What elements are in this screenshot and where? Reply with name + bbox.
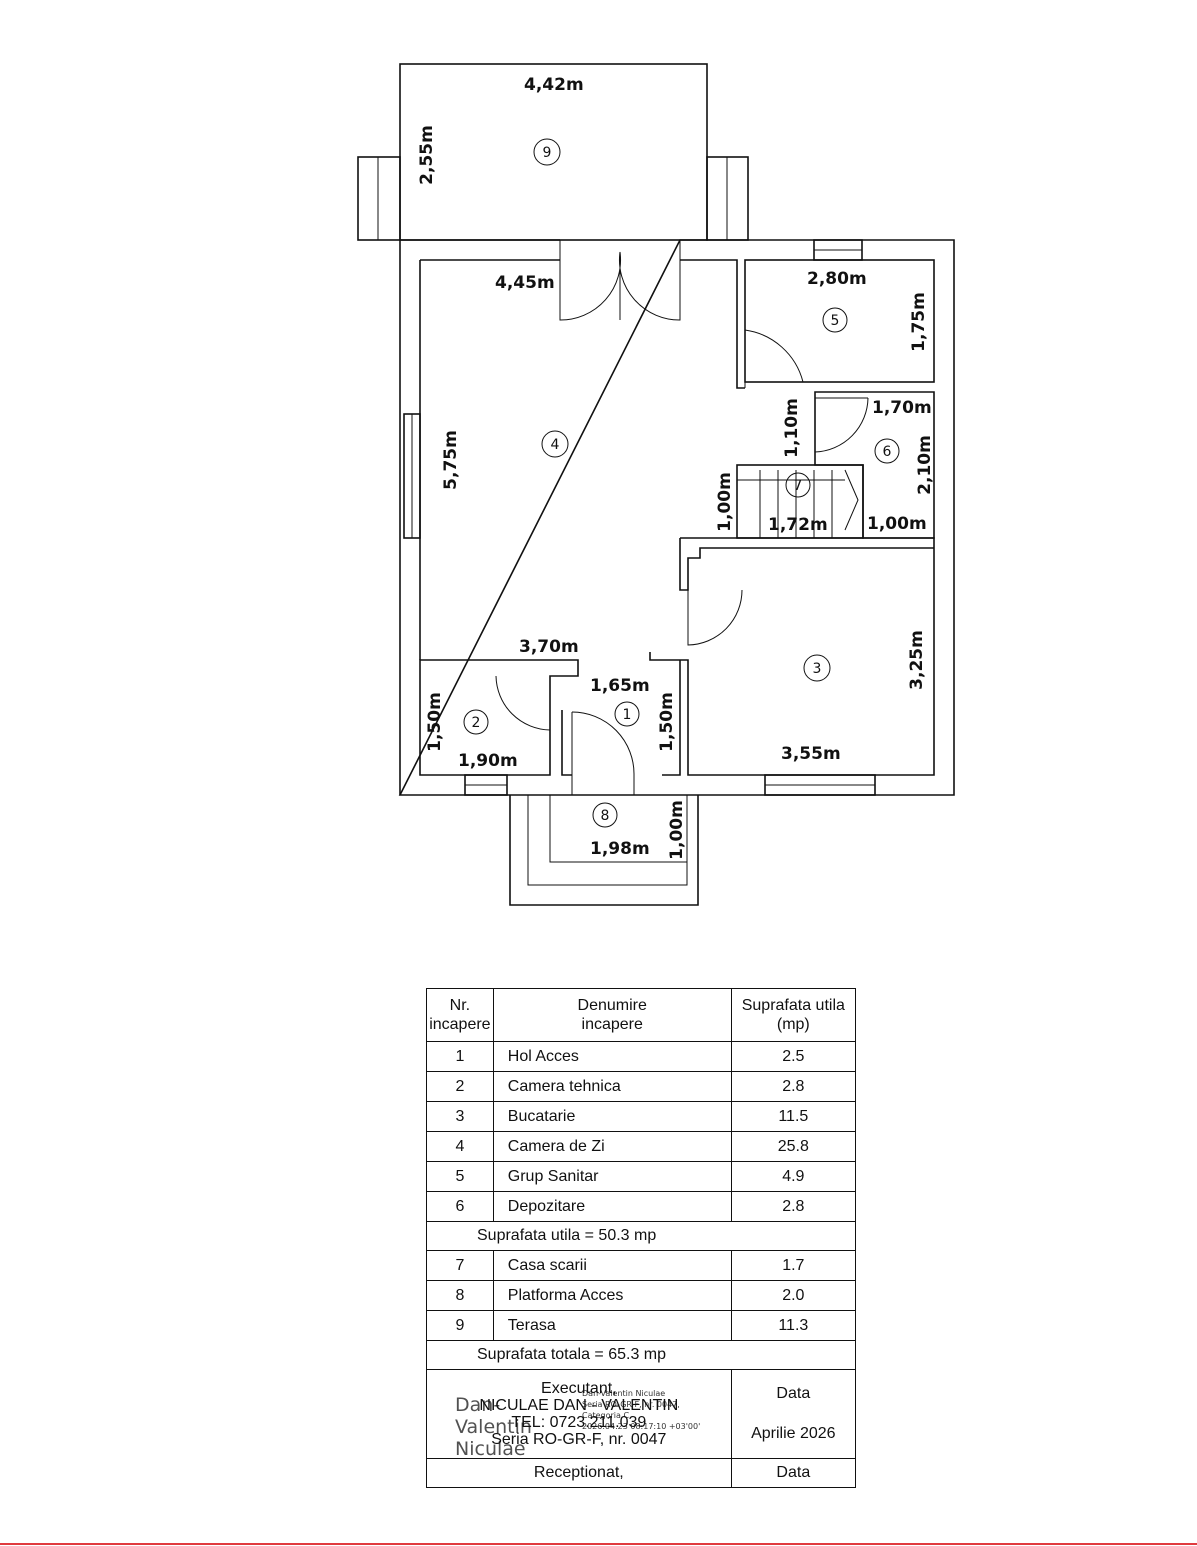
- kitchen-wall: [649, 537, 935, 776]
- tech-room-door: [495, 675, 551, 731]
- tech-room-wall: [419, 659, 579, 776]
- date-cell: Data Aprilie 2026: [730, 1369, 857, 1459]
- room-marker-3: 3: [803, 654, 831, 682]
- bathroom-door: [744, 329, 804, 383]
- date-value: Aprilie 2026: [751, 1425, 836, 1442]
- receptionat-row: Receptionat, Data: [426, 1458, 857, 1488]
- dim-tech-top: 3,70m: [519, 637, 579, 657]
- total-text: Suprafata totala = 65.3 mp: [426, 1340, 856, 1370]
- entrance-door: [571, 711, 635, 776]
- floor-plan: 4,42m 2,55m 4,45m 2,80m 1,75m 5,75m 1,10…: [357, 63, 955, 906]
- executant-cell: Executant, NICULAE DAN - VALENTIN TEL: 0…: [426, 1369, 732, 1460]
- dim-hall-width: 1,65m: [590, 676, 650, 696]
- subtotal-text: Suprafata utila = 50.3 mp: [426, 1221, 856, 1251]
- room-marker-1: 1: [614, 701, 640, 727]
- dim-living-width: 4,45m: [495, 273, 555, 293]
- dim-storage-bottom: 1,00m: [867, 514, 927, 534]
- dim-storage-width: 1,70m: [872, 398, 932, 418]
- room-marker-2: 2: [463, 709, 489, 735]
- svg-text:7: 7: [794, 478, 803, 494]
- dim-kitchen-depth: 3,25m: [907, 630, 927, 690]
- svg-text:4: 4: [551, 437, 560, 453]
- subtotal-row: Suprafata utila = 50.3 mp: [426, 1221, 856, 1251]
- dim-bathroom-width: 2,80m: [807, 269, 867, 289]
- dim-terrace-width: 4,42m: [524, 75, 584, 95]
- terrace-door-right: [618, 240, 681, 321]
- storage-door: [814, 397, 869, 453]
- room-marker-4: 4: [541, 430, 569, 458]
- header-nr: Nr.incapere: [426, 988, 494, 1042]
- svg-text:3: 3: [813, 661, 822, 677]
- dim-tech-width: 1,90m: [458, 751, 518, 771]
- dim-stairs-depth: 1,00m: [715, 472, 735, 532]
- svg-text:9: 9: [543, 145, 552, 161]
- svg-text:5: 5: [831, 313, 840, 329]
- digital-signature-name: Dan-Valentin Niculae: [455, 1394, 532, 1460]
- terrace-door-left: [559, 240, 622, 321]
- executant-tel: TEL: 0723.211.039: [511, 1414, 647, 1431]
- terrace-side-left: [357, 156, 401, 241]
- dim-corridor: 1,10m: [782, 398, 802, 458]
- page-bottom-rule: [0, 1543, 1197, 1545]
- total-row: Suprafata totala = 65.3 mp: [426, 1340, 856, 1370]
- digital-signature-details: Dan-Valentin Niculae Seria RO-GR-F, nr. …: [582, 1389, 701, 1431]
- room-marker-8: 8: [592, 802, 618, 828]
- dim-platform-depth: 1,00m: [667, 800, 687, 860]
- dim-storage-depth: 2,10m: [915, 435, 935, 495]
- dim-terrace-depth: 2,55m: [417, 125, 437, 185]
- dim-hall-depth: 1,50m: [657, 692, 677, 752]
- dim-living-depth: 5,75m: [441, 430, 461, 490]
- executant-label: Executant,: [541, 1380, 617, 1397]
- dim-bathroom-depth: 1,75m: [909, 292, 929, 352]
- inner-wall-top: [420, 259, 745, 389]
- svg-text:2: 2: [472, 715, 481, 731]
- room-marker-5: 5: [822, 307, 848, 333]
- dim-stairs-width: 1,72m: [768, 515, 828, 535]
- svg-text:1: 1: [623, 707, 632, 723]
- header-area: Suprafata utila(mp): [730, 988, 857, 1042]
- entrance-platform: [509, 795, 699, 906]
- room-marker-7: 7: [785, 472, 811, 498]
- date-label-2: Data: [730, 1458, 857, 1488]
- executant-seria: Seria RO-GR-F, nr. 0047: [491, 1431, 667, 1448]
- dim-kitchen-width: 3,55m: [781, 744, 841, 764]
- room-marker-6: 6: [874, 438, 900, 464]
- executant-row: Executant, NICULAE DAN - VALENTIN TEL: 0…: [426, 1369, 857, 1460]
- kitchen-door: [687, 589, 743, 646]
- date-label: Data: [776, 1385, 811, 1402]
- svg-text:8: 8: [601, 808, 610, 824]
- executant-name: NICULAE DAN - VALENTIN: [479, 1397, 679, 1414]
- dim-platform-width: 1,98m: [590, 839, 650, 859]
- room-marker-9: 9: [533, 138, 561, 166]
- receptionat-label: Receptionat,: [426, 1458, 732, 1488]
- dim-tech-depth: 1,50m: [425, 692, 445, 752]
- svg-text:6: 6: [883, 444, 892, 460]
